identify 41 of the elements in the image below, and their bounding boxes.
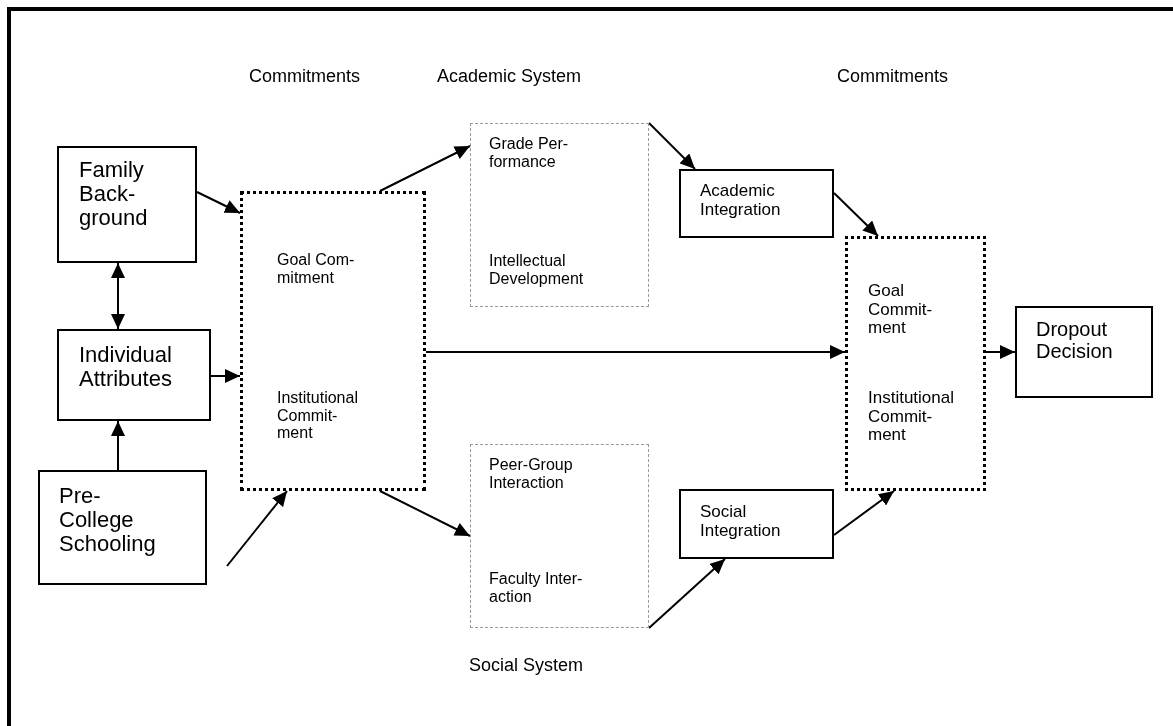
- node-label: Dropout Decision: [1036, 318, 1113, 362]
- node-label: Individual Attributes: [79, 343, 172, 392]
- arrow: [833, 192, 879, 237]
- arrow: [111, 262, 125, 330]
- process-box: [57, 146, 197, 263]
- process-box: [679, 489, 834, 559]
- process-box: [57, 329, 211, 421]
- node-label: Social Integration: [700, 503, 781, 541]
- node-label: Academic Integration: [700, 182, 781, 220]
- node-label: Goal Commit- ment: [868, 282, 933, 339]
- arrow: [196, 191, 241, 214]
- node-label: Grade Per- formance: [489, 135, 570, 171]
- node-label: Pre- College Schooling: [59, 484, 156, 557]
- node-label: Intellectual Development: [489, 252, 584, 288]
- arrow: [648, 122, 696, 170]
- arrow: [210, 369, 241, 383]
- arrow: [425, 345, 846, 359]
- arrow: [379, 145, 471, 192]
- process-box: [1015, 306, 1153, 398]
- system-group-box: [470, 123, 649, 307]
- section-heading: Academic System: [437, 66, 582, 87]
- commitment-group-box: [240, 191, 426, 491]
- section-heading: Social System: [469, 655, 584, 676]
- arrow: [111, 420, 125, 471]
- arrow: [226, 490, 288, 567]
- arrow: [648, 558, 726, 629]
- commitment-group-box: [845, 236, 986, 491]
- arrow: [379, 490, 471, 537]
- system-group-box: [470, 444, 649, 628]
- section-heading: Commitments: [249, 66, 360, 87]
- process-box: [679, 169, 834, 238]
- process-box: [38, 470, 207, 585]
- node-label: Peer-Group Interaction: [489, 456, 574, 492]
- node-label: Institutional Commit- ment: [277, 389, 359, 442]
- node-label: Faculty Inter- action: [489, 570, 584, 606]
- node-label: Family Back- ground: [79, 158, 148, 231]
- node-label: Institutional Commit- ment: [868, 389, 954, 446]
- node-label: Goal Com- mitment: [277, 251, 356, 287]
- section-heading: Commitments: [837, 66, 948, 87]
- arrow: [833, 490, 895, 536]
- arrow: [985, 345, 1016, 359]
